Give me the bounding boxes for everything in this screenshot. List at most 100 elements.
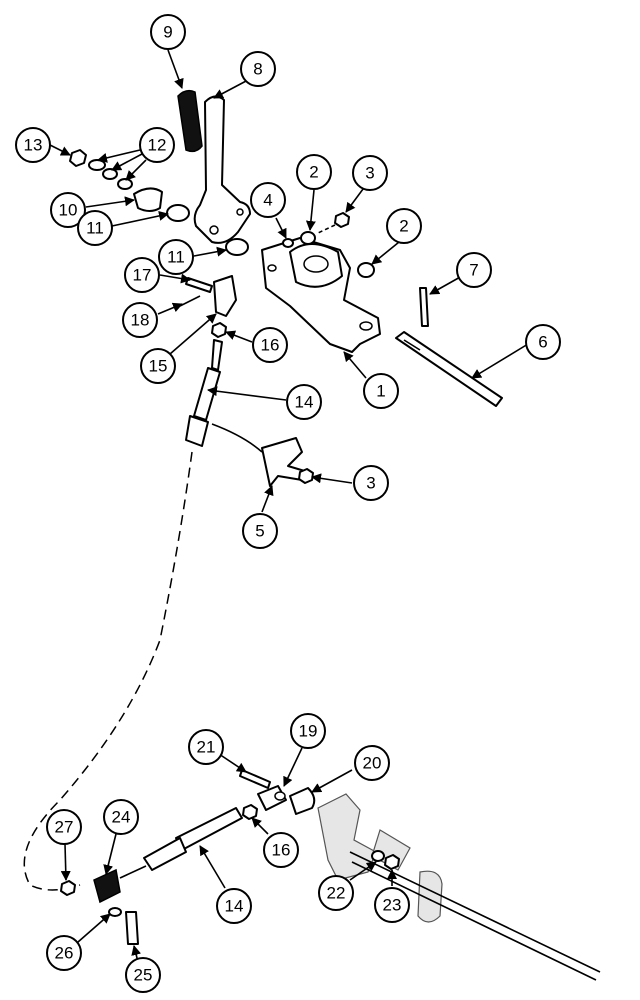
lever-grip xyxy=(177,89,203,153)
callout-label: 12 xyxy=(148,136,167,155)
cable-run xyxy=(23,451,193,891)
callout-26: 26 xyxy=(46,935,82,971)
callout-label: 13 xyxy=(24,136,43,155)
callout-3: 3 xyxy=(352,155,388,191)
clamp-nut xyxy=(60,880,76,896)
callout-2: 2 xyxy=(296,154,332,190)
callout-16: 16 xyxy=(263,832,299,868)
callout-label: 15 xyxy=(149,357,168,376)
callout-label: 19 xyxy=(299,722,318,741)
callout-2: 2 xyxy=(386,208,422,244)
callout-12: 12 xyxy=(139,127,175,163)
cable-clamp xyxy=(93,868,121,904)
bushing xyxy=(357,262,375,278)
rod-end-eye xyxy=(274,791,286,801)
callout-7: 7 xyxy=(456,252,492,288)
pivot-shaft xyxy=(395,331,503,407)
cable-housing-end xyxy=(211,423,263,453)
leader-lines xyxy=(49,49,529,971)
bracket-bore xyxy=(303,255,329,273)
callout-label: 7 xyxy=(469,261,478,280)
clevis xyxy=(213,275,237,317)
callout-label: 2 xyxy=(309,163,318,182)
callout-label: 3 xyxy=(366,474,375,493)
cable-end-upper xyxy=(211,339,223,371)
nut xyxy=(69,149,87,167)
lever-hole xyxy=(209,225,219,235)
spacer xyxy=(289,787,316,815)
callout-27: 27 xyxy=(46,809,82,845)
drawing xyxy=(23,89,601,981)
callout-label: 14 xyxy=(225,897,244,916)
bolt xyxy=(239,769,271,789)
callout-label: 16 xyxy=(272,841,291,860)
shaft-washer xyxy=(371,850,385,862)
callout-17: 17 xyxy=(124,257,160,293)
bushing xyxy=(300,231,316,245)
jam-nut-lower xyxy=(242,804,258,820)
callout-label: 17 xyxy=(133,266,152,285)
hand-lever xyxy=(193,95,251,244)
detent-plate xyxy=(133,187,163,212)
cable-ferrule-upper xyxy=(185,415,209,447)
bracket-hole xyxy=(359,321,373,331)
callout-label: 24 xyxy=(112,808,131,827)
callout-label: 22 xyxy=(327,884,346,903)
cable-sleeve-lower xyxy=(175,807,243,851)
callout-5: 5 xyxy=(242,513,278,549)
callout-11: 11 xyxy=(77,210,113,246)
callout-1: 1 xyxy=(363,373,399,409)
callout-14: 14 xyxy=(286,384,322,420)
callout-label: 27 xyxy=(55,818,74,837)
callout-8: 8 xyxy=(240,51,276,87)
small-washer xyxy=(282,238,294,248)
shaft-nut xyxy=(384,854,400,870)
callout-6: 6 xyxy=(525,324,561,360)
callout-label: 25 xyxy=(134,966,153,985)
callout-label: 23 xyxy=(383,896,402,915)
callout-14: 14 xyxy=(216,888,252,924)
large-washer xyxy=(166,204,190,222)
large-washer xyxy=(225,238,249,256)
callout-label: 11 xyxy=(86,219,104,238)
callout-15: 15 xyxy=(140,348,176,384)
roll-pin xyxy=(419,287,429,327)
clamp-washer xyxy=(108,907,122,917)
callout-label: 3 xyxy=(365,164,374,183)
nut xyxy=(298,468,314,484)
bracket-hole xyxy=(267,264,277,272)
callout-label: 20 xyxy=(363,754,382,773)
callout-label: 11 xyxy=(167,248,185,267)
callout-22: 22 xyxy=(318,875,354,911)
callout-label: 26 xyxy=(55,944,74,963)
callout-18: 18 xyxy=(122,302,158,338)
mounting-bracket xyxy=(261,237,381,353)
cotter-pin xyxy=(179,295,201,307)
cable-ferrule-lower xyxy=(143,837,187,871)
callout-label: 1 xyxy=(376,382,385,401)
transmission-plate xyxy=(417,870,443,923)
callout-label: 8 xyxy=(253,60,262,79)
callout-label: 4 xyxy=(263,191,272,210)
clamp-bolt xyxy=(125,911,139,945)
callout-label: 14 xyxy=(295,393,314,412)
callout-25: 25 xyxy=(125,957,161,993)
jam-nut xyxy=(211,322,227,338)
callout-label: 6 xyxy=(538,333,547,352)
callout-label: 18 xyxy=(131,311,150,330)
callout-4: 4 xyxy=(250,182,286,218)
callout-label: 21 xyxy=(197,738,216,757)
callout-16: 16 xyxy=(252,327,288,363)
callout-label: 5 xyxy=(255,522,264,541)
callout-20: 20 xyxy=(354,745,390,781)
callout-label: 10 xyxy=(59,201,78,220)
washer xyxy=(117,178,133,190)
cable-sleeve-upper xyxy=(193,367,221,421)
callouts: 9 8 13 12 10 11 11 17 18 15 16 4 2 3 2 7… xyxy=(15,14,561,993)
callout-19: 19 xyxy=(290,713,326,749)
callout-label: 16 xyxy=(261,336,280,355)
callout-9: 9 xyxy=(150,14,186,50)
callout-21: 21 xyxy=(188,729,224,765)
callout-23: 23 xyxy=(374,887,410,923)
